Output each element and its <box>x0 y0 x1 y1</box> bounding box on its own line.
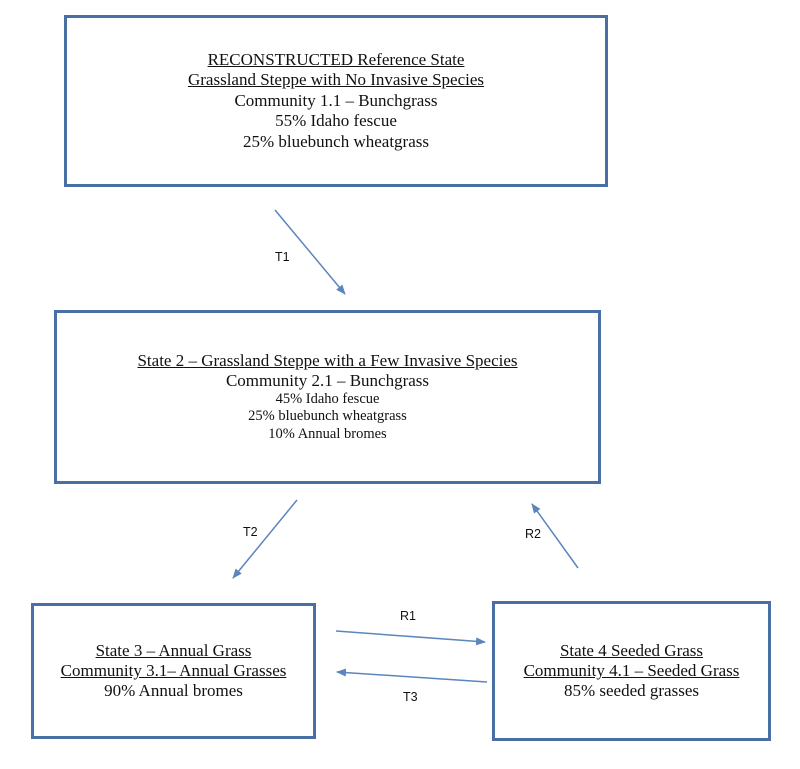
arrow-r1 <box>335 630 486 646</box>
species-item: 25% bluebunch wheatgrass <box>248 408 407 425</box>
species-item: 55% Idaho fescue <box>275 111 397 131</box>
transition-label-t3: T3 <box>403 690 418 704</box>
state-title: State 4 Seeded Grass <box>559 640 704 660</box>
arrow-t3 <box>336 668 488 683</box>
reference-state-box: RECONSTRUCTED Reference State Grassland … <box>64 15 608 187</box>
state-2-box: State 2 – Grassland Steppe with a Few In… <box>54 310 601 484</box>
community-label: Community 3.1– Annual Grasses <box>60 660 287 680</box>
restoration-label-r2: R2 <box>525 527 541 541</box>
species-item: 90% Annual bromes <box>104 681 243 701</box>
state-4-box: State 4 Seeded Grass Community 4.1 – See… <box>492 601 771 741</box>
species-item: 85% seeded grasses <box>563 681 699 701</box>
state-3-box: State 3 – Annual Grass Community 3.1– An… <box>31 603 316 739</box>
community-label: Community 2.1 – Bunchgrass <box>225 371 430 391</box>
state-title: State 3 – Annual Grass <box>95 640 252 660</box>
transition-label-t2: T2 <box>243 525 258 539</box>
species-item: 25% bluebunch wheatgrass <box>242 131 429 151</box>
community-label: Community 4.1 – Seeded Grass <box>523 660 740 680</box>
state-title: State 2 – Grassland Steppe with a Few In… <box>137 351 518 371</box>
transition-label-t1: T1 <box>275 250 290 264</box>
species-item: 45% Idaho fescue <box>275 391 380 408</box>
state-subtitle: Grassland Steppe with No Invasive Specie… <box>187 70 485 90</box>
arrow-r2 <box>531 503 579 569</box>
community-label: Community 1.1 – Bunchgrass <box>234 90 438 110</box>
state-title: RECONSTRUCTED Reference State <box>207 50 465 70</box>
arrow-t1 <box>274 209 346 295</box>
restoration-label-r1: R1 <box>400 609 416 623</box>
species-item: 10% Annual bromes <box>268 425 387 442</box>
arrow-t2 <box>232 499 298 579</box>
